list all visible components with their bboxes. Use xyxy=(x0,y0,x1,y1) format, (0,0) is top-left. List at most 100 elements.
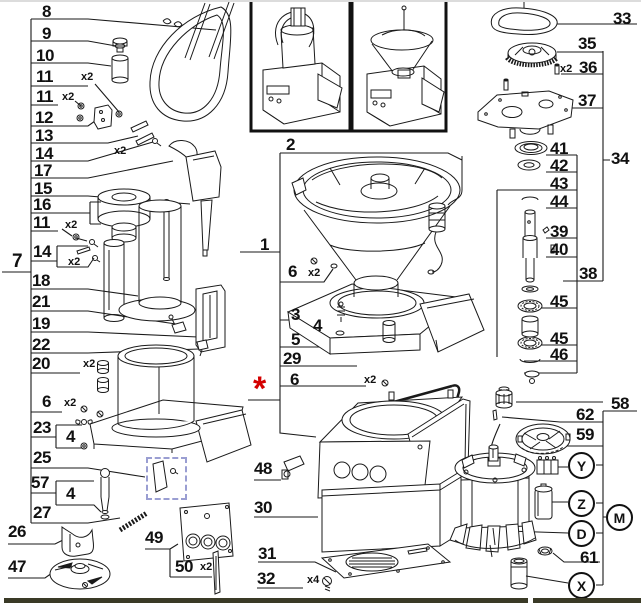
crank-drawing xyxy=(447,156,463,206)
callout-42: 42 xyxy=(550,156,568,175)
callout-8: 8 xyxy=(42,2,51,21)
callout-4b: 4 xyxy=(66,484,75,503)
callout-20: 20 xyxy=(32,354,50,373)
callout-6c-qty: x2 xyxy=(364,374,377,386)
callout-13: 13 xyxy=(35,126,53,145)
callout-18: 18 xyxy=(32,271,50,290)
highlight-box-25 xyxy=(146,457,187,500)
callout-40: 40 xyxy=(550,240,568,259)
motor-drawing xyxy=(449,444,537,558)
callout-43: 43 xyxy=(550,174,568,193)
thumbnail-feed-head-machine xyxy=(262,7,343,125)
callout-17: 17 xyxy=(34,161,52,180)
callout-59: 59 xyxy=(576,425,594,444)
callout-letter-x: X xyxy=(568,572,595,599)
wedge-25 xyxy=(152,460,168,493)
callout-41: 41 xyxy=(550,139,568,158)
callout-11b: 11 xyxy=(36,87,53,106)
callout-45b: 45 xyxy=(550,329,568,348)
callout-22: 22 xyxy=(32,335,50,354)
callout-11a: 11 xyxy=(36,67,53,86)
callout-30: 30 xyxy=(254,498,272,517)
callout-25: 25 xyxy=(33,448,51,467)
callout-20-qty: x2 xyxy=(83,358,96,370)
callout-33: 33 xyxy=(613,9,631,28)
callout-50: 50 xyxy=(175,557,193,576)
callout-9: 9 xyxy=(42,24,51,43)
callout-44: 44 xyxy=(550,192,568,211)
callout-35: 35 xyxy=(578,34,596,53)
callout-26: 26 xyxy=(8,522,26,541)
callout-57: 57 xyxy=(31,473,49,492)
thumbnail-hopper-machine xyxy=(366,5,445,127)
callout-11b-qty: x2 xyxy=(62,91,75,103)
callout-50-qty: x2 xyxy=(200,561,213,573)
callout-23: 23 xyxy=(33,418,51,437)
asterisk-marker: * xyxy=(253,370,267,408)
top-edge-line xyxy=(0,0,641,2)
gear-teeth xyxy=(505,54,559,68)
callout-21: 21 xyxy=(32,292,50,311)
callout-14a: 14 xyxy=(35,144,53,163)
callout-letter-z: Z xyxy=(568,490,595,517)
callout-16: 16 xyxy=(33,195,51,214)
callout-6b: 6 xyxy=(288,262,297,281)
callout-46: 46 xyxy=(550,345,568,364)
callout-58: 58 xyxy=(611,394,629,413)
handle-drawing xyxy=(149,6,232,122)
callout-19: 19 xyxy=(32,314,50,333)
callout-38: 38 xyxy=(579,264,597,283)
callout-2: 2 xyxy=(286,135,295,154)
callout-45a: 45 xyxy=(550,292,568,311)
callout-48: 48 xyxy=(254,459,272,478)
callout-47: 47 xyxy=(8,557,26,576)
callout-14a-qty: x2 xyxy=(114,145,127,157)
callout-49: 49 xyxy=(145,528,163,547)
left-assembly-parts xyxy=(49,1,252,595)
callout-letter-d: D xyxy=(568,520,595,547)
callout-letter-m: M xyxy=(606,504,633,531)
control-panel-drawing xyxy=(179,502,234,562)
callout-31: 31 xyxy=(258,544,276,563)
callout-32: 32 xyxy=(257,569,275,588)
callout-3: 3 xyxy=(291,305,300,324)
callout-10: 10 xyxy=(36,46,54,65)
right-assembly-parts xyxy=(449,0,574,590)
callout-61: 61 xyxy=(580,548,598,567)
callout-4a: 4 xyxy=(66,427,75,446)
callout-34: 34 xyxy=(611,149,629,168)
callout-36-qty: x2 xyxy=(560,63,573,75)
callout-6c: 6 xyxy=(290,370,299,389)
callout-39: 39 xyxy=(550,222,568,241)
latch-21 xyxy=(171,321,187,334)
callout-14b-qty: x2 xyxy=(68,256,81,268)
callout-11c: 11 xyxy=(33,213,50,232)
spring-27 xyxy=(118,510,149,533)
callout-14b: 14 xyxy=(33,242,51,261)
callout-5: 5 xyxy=(291,330,300,349)
callout-1: 1 xyxy=(260,235,269,254)
callout-6a: 6 xyxy=(42,392,51,411)
callout-letter-y: Y xyxy=(568,452,595,479)
callout-37: 37 xyxy=(578,91,596,110)
callout-27: 27 xyxy=(33,503,51,522)
callout-11c-qty: x2 xyxy=(65,219,78,231)
middle-assembly-parts xyxy=(281,156,485,592)
clip-22 xyxy=(196,339,209,351)
callout-15: 15 xyxy=(34,179,52,198)
callout-4c: 4 xyxy=(313,316,322,335)
switch-48 xyxy=(283,455,305,472)
callout-group-7: 7 xyxy=(12,251,23,272)
callout-32-qty: x4 xyxy=(307,574,320,586)
callout-11a-qty: x2 xyxy=(81,71,94,83)
callout-12: 12 xyxy=(35,108,53,127)
footer-bar-left xyxy=(4,598,528,603)
callout-29: 29 xyxy=(283,349,301,368)
callout-62: 62 xyxy=(576,405,594,424)
callout-36: 36 xyxy=(579,58,597,77)
callout-6a-qty: x2 xyxy=(64,397,77,409)
small-fasteners xyxy=(72,102,162,263)
callout-6b-qty: x2 xyxy=(308,267,321,279)
